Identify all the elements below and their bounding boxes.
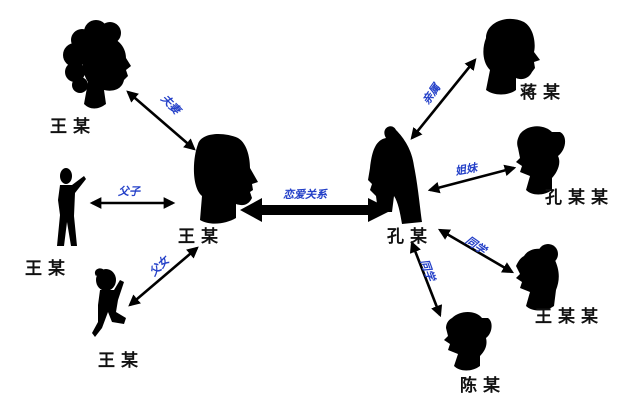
name-wang-wife: 王某 [50,117,96,137]
kong-center-silhouette [368,126,422,224]
arrow-sisters [427,164,517,194]
kong-sister-silhouette [516,126,566,195]
arrow-colleague2 [409,240,443,318]
arrow-spouse [126,90,196,151]
name-wang-colleague: 王某某 [535,307,604,327]
name-chen: 陈某 [460,376,506,396]
name-wang-center: 王某 [178,227,224,247]
name-wang-daughter: 王某 [98,351,144,371]
relation-father-son: 父子 [118,185,140,198]
wang-son-silhouette [57,168,86,246]
name-kong-sister: 孔某某 [545,188,614,208]
arrow-romance [240,198,392,222]
arrow-colleague1 [437,228,515,274]
name-kong-center: 孔某 [387,227,433,247]
wang-colleague-silhouette [516,244,559,311]
relation-romance: 恋爱关系 [283,188,327,201]
jiang-silhouette [483,18,540,95]
name-jiang: 蒋某 [520,83,566,103]
wang-wife-silhouette [63,20,131,109]
arrow-father-daughter [128,246,199,307]
wang-daughter-silhouette [92,268,126,337]
chen-silhouette [444,312,492,371]
arrow-husband [410,58,477,140]
name-wang-son: 王某 [25,259,71,279]
wang-center-silhouette [193,134,258,224]
